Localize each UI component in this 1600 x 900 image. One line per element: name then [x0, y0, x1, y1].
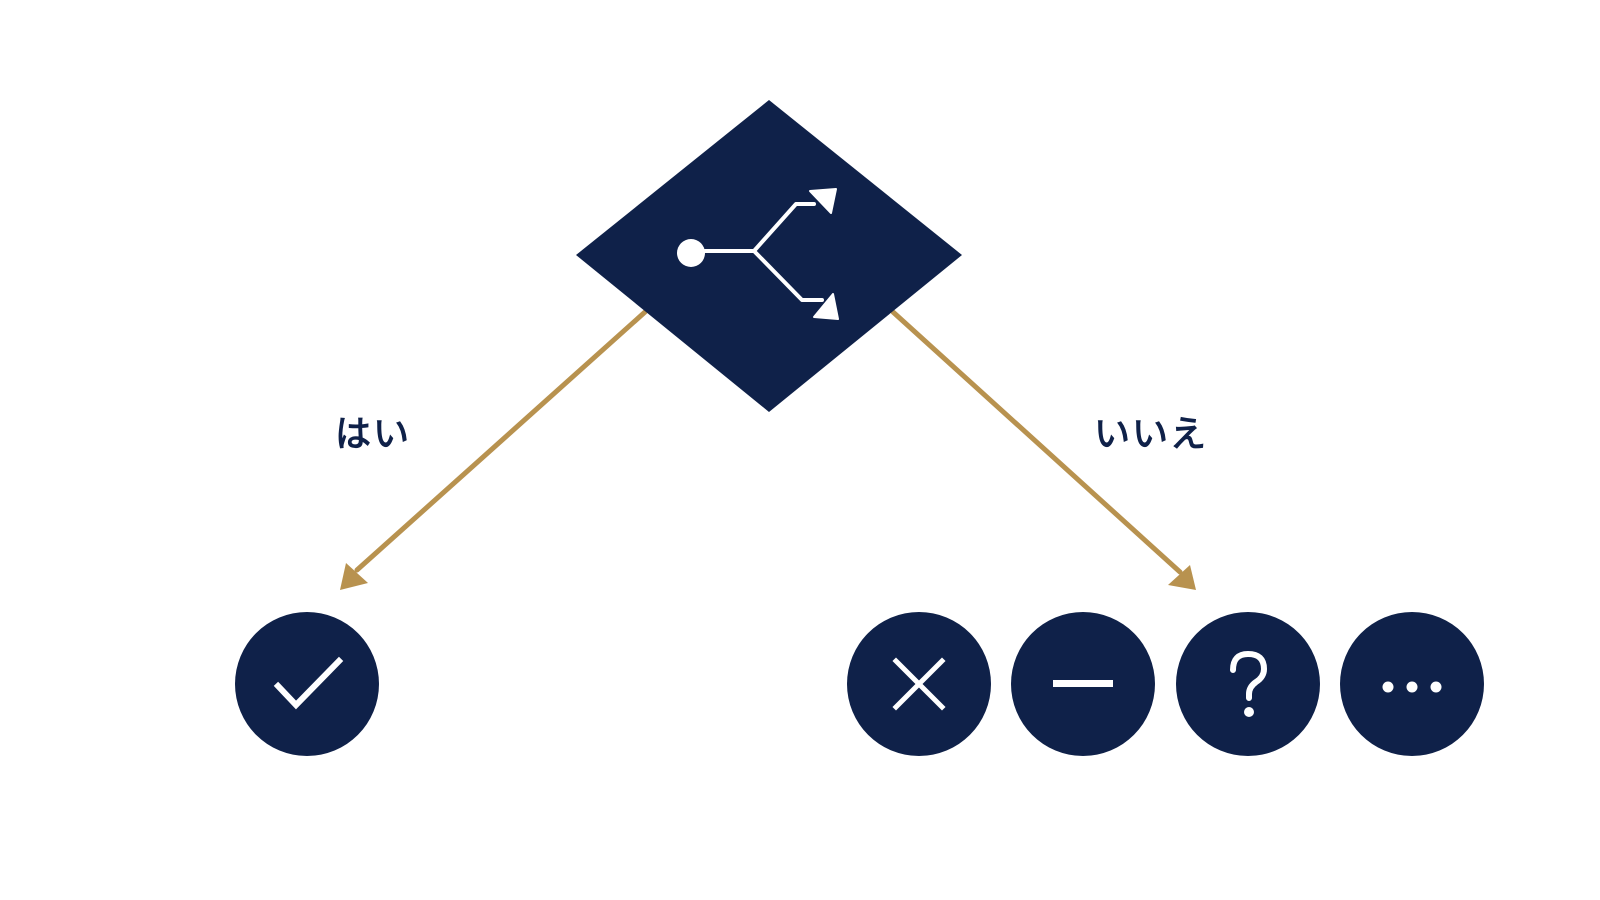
connector-yes — [340, 309, 648, 590]
outcome-no-question — [1176, 612, 1320, 756]
minus-icon — [1053, 680, 1113, 687]
decision-node — [576, 100, 962, 412]
edge-label-yes: はい — [335, 414, 412, 455]
outcome-no-cross — [847, 612, 991, 756]
arrowhead-yes — [340, 563, 368, 590]
cross-icon — [892, 657, 946, 711]
check-icon — [273, 656, 344, 710]
edge-label-no: いいえ — [1094, 414, 1209, 455]
outcome-no-ellipsis — [1340, 612, 1484, 756]
question-icon — [1230, 650, 1268, 717]
ellipsis-icon — [1382, 681, 1442, 693]
branch-split-icon — [677, 188, 839, 320]
outcome-no-minus — [1011, 612, 1155, 756]
outcome-yes-check — [235, 612, 379, 756]
connector-no — [890, 309, 1196, 590]
arrowhead-no — [1168, 565, 1196, 590]
